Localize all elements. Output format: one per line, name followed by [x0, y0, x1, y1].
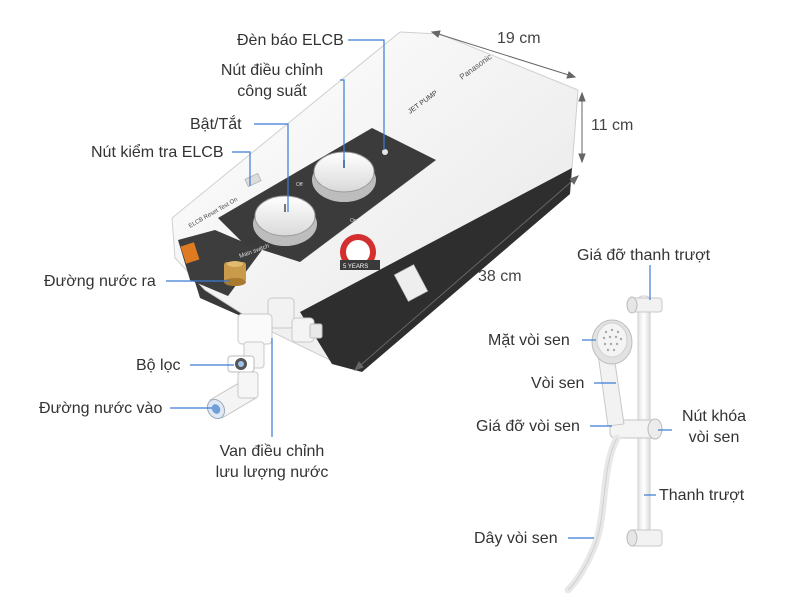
warranty-text: 5 YEARS	[343, 264, 368, 270]
heater-bottom-dark	[300, 168, 572, 372]
shower-face-shape	[591, 319, 633, 365]
label-water-in: Đường nước vào	[39, 400, 163, 417]
off-mark: Off	[296, 182, 303, 188]
label-slide-holder: Giá đỡ thanh trượt	[577, 247, 711, 264]
label-head-lock: Nút khóa vòi sen	[672, 406, 756, 448]
spec-plate	[393, 264, 429, 302]
water-heater: Panasonic JET PUMP Main switch ELCB Rese…	[171, 31, 579, 372]
label-flow-valve-line2: lưu lượng nước	[215, 464, 329, 481]
dim-height-text: 38 cm	[478, 268, 522, 285]
dim-height-line	[354, 175, 579, 371]
label-filter: Bộ lọc	[136, 357, 181, 374]
dim-width-text: 19 cm	[497, 30, 541, 47]
dimension-lines	[353, 30, 586, 371]
leader-elcb-test	[232, 151, 251, 186]
label-on-off: Bật/Tắt	[190, 116, 242, 133]
label-elcb-test: Nút kiểm tra ELCB	[91, 144, 224, 161]
slide-bottom-holder	[626, 529, 663, 547]
label-power-knob-line1: Nút điều chỉnh	[220, 62, 324, 79]
leader-power-knob	[340, 79, 345, 168]
label-flow-valve: Van điều chỉnh lưu lượng nước	[198, 441, 346, 483]
leader-lines	[166, 39, 672, 539]
label-elcb-lamp: Đèn báo ELCB	[237, 32, 344, 49]
label-head-holder: Giá đỡ vòi sen	[476, 418, 580, 435]
on-off-knob	[253, 195, 317, 246]
leader-elcb-lamp	[348, 39, 385, 150]
label-slide-bar: Thanh trượt	[659, 487, 745, 504]
label-water-out: Đường nước ra	[44, 273, 156, 290]
label-hose: Dây vòi sen	[474, 530, 558, 547]
label-power-knob-line2: công suất	[237, 83, 307, 100]
slide-bar-shape	[637, 295, 651, 541]
filter	[227, 355, 255, 373]
label-head-lock-line2: vòi sen	[688, 429, 740, 446]
label-shower-face: Mặt vòi sen	[488, 332, 570, 349]
elcb-test-button	[244, 172, 262, 188]
on-mark: On	[350, 218, 357, 224]
fittings	[206, 261, 323, 420]
shower-hose-edge	[567, 437, 618, 591]
water-outlet-fitting	[224, 261, 246, 286]
heater-bottom-panel	[178, 230, 262, 296]
water-inlet-pipe	[206, 371, 259, 420]
warranty-badge	[340, 234, 380, 270]
label-power-knob: Nút điều chỉnh công suất	[202, 60, 342, 102]
slide-holder-shape	[626, 296, 663, 314]
shower-set	[564, 295, 663, 594]
label-shower-head: Vòi sen	[531, 375, 585, 392]
label-head-lock-line1: Nút khóa	[681, 408, 747, 425]
leader-on-off	[254, 123, 289, 212]
dim-depth-text: 11 cm	[591, 117, 634, 134]
elcb-lamp	[382, 149, 388, 155]
label-flow-valve-line1: Van điều chỉnh	[219, 443, 325, 460]
shower-handle	[597, 353, 625, 427]
power-knob	[312, 151, 376, 202]
orange-fitting-left	[180, 242, 200, 264]
dim-width-line	[431, 31, 576, 78]
shower-hose	[564, 434, 621, 594]
